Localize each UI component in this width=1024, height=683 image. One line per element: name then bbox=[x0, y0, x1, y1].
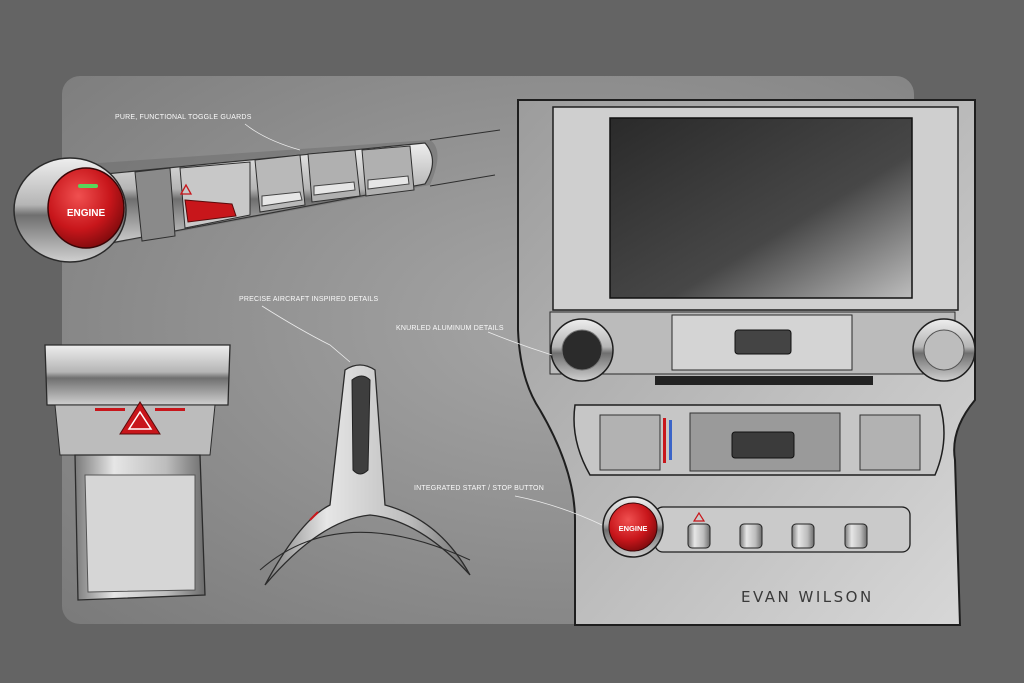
toggle-guard-1 bbox=[134, 167, 176, 242]
callout-toggle-guards: PURE, FUNCTIONAL TOGGLE GUARDS bbox=[115, 114, 252, 121]
start-stop-button: ENGINE bbox=[602, 496, 664, 558]
console-toggle-2 bbox=[739, 523, 763, 549]
aircraft-lever-sketch bbox=[259, 305, 471, 586]
console-toggle-1 bbox=[687, 511, 711, 549]
indicator-light-icon bbox=[78, 184, 98, 188]
callout-aircraft-details: PRECISE AIRCRAFT INSPIRED DETAILS bbox=[239, 296, 379, 303]
engine-label: ENGINE bbox=[67, 208, 106, 219]
engine-knob: ENGINE bbox=[13, 157, 127, 263]
hazard-triangle-icon bbox=[119, 401, 161, 435]
hazard-switch-sketch bbox=[44, 344, 231, 601]
start-stop-label: ENGINE bbox=[619, 524, 648, 533]
center-console-sketch: ENGINE bbox=[487, 99, 976, 626]
console-toggle-4 bbox=[844, 523, 868, 549]
callout-start-stop: INTEGRATED START / STOP BUTTON bbox=[414, 485, 544, 492]
toggle-guard-3 bbox=[254, 154, 306, 213]
designer-signature: EVAN WILSON bbox=[741, 588, 874, 606]
callout-knurled-details: KNURLED ALUMINUM DETAILS bbox=[396, 325, 504, 332]
console-toggle-3 bbox=[791, 523, 815, 549]
knurled-knob-right bbox=[912, 318, 976, 382]
toggle-guard-5 bbox=[361, 145, 415, 197]
toggle-guard-2 bbox=[179, 161, 251, 229]
toggle-guard-4 bbox=[307, 149, 361, 203]
knurled-knob-left bbox=[550, 318, 614, 382]
toggle-bar-sketch: ENGINE bbox=[13, 123, 501, 263]
display-screen bbox=[609, 117, 913, 299]
